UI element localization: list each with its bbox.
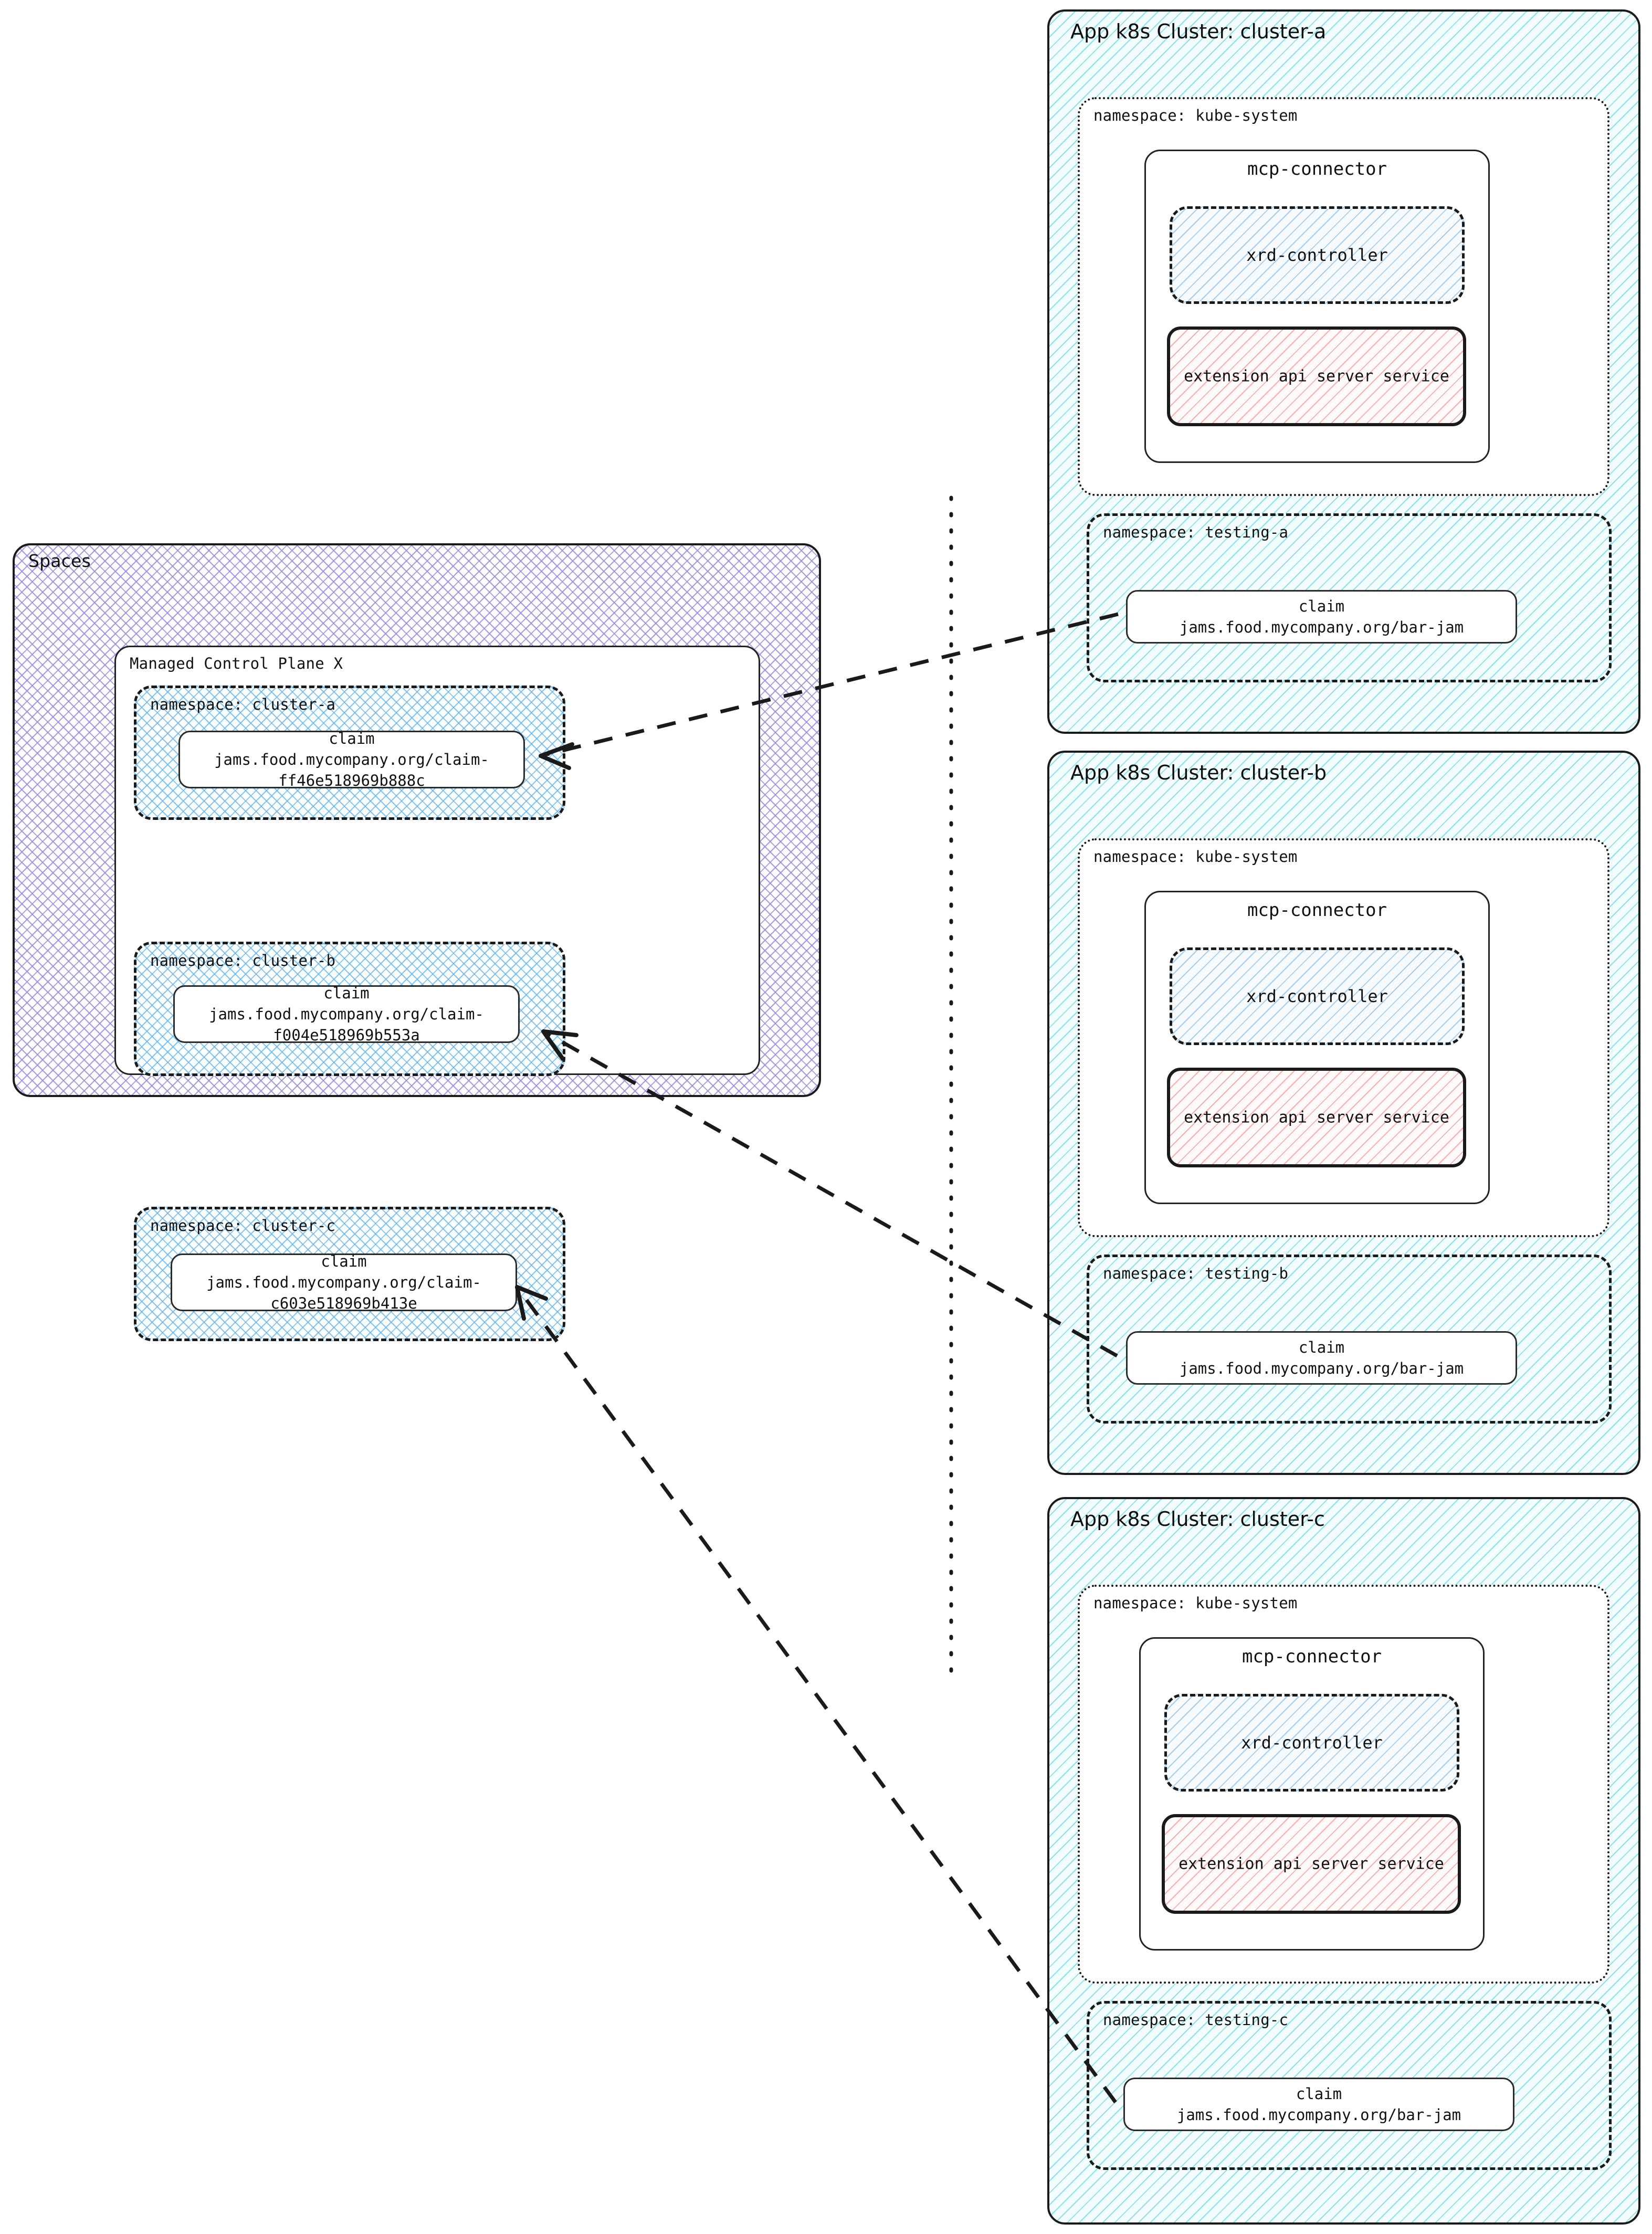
connector-c-line [515,1285,1117,2104]
mcp-claim-cluster-c[interactable]: claim jams.food.mycompany.org/claim-c603… [171,1251,517,1314]
app-cluster-c-title: App k8s Cluster: cluster-c [1070,1508,1325,1531]
cluster-b-xrd-controller-label: xrd-controller [1246,986,1388,1006]
cluster-b-testing-claim-text: claim jams.food.mycompany.org/bar-jam [1128,1337,1516,1379]
spaces-label: Spaces [28,551,91,571]
mcp-claim-cluster-c-text: claim jams.food.mycompany.org/claim-c603… [172,1251,515,1314]
claim-kind: claim [321,1252,367,1270]
cluster-b-xrd-controller: xrd-controller [1170,947,1465,1045]
cluster-c-mcp-connector-label: mcp-connector [1241,1646,1382,1667]
cluster-a-xrd-controller-label: xrd-controller [1246,245,1388,265]
mcp-namespace-cluster-b-label: namespace: cluster-b [150,952,336,970]
claim-ref: jams.food.mycompany.org/claim-ff46e51896… [214,750,489,790]
cluster-a-kube-system-label: namespace: kube-system [1093,107,1298,124]
cluster-c-extension-api-server: extension api server service [1162,1814,1461,1914]
cluster-b-testing-namespace-label: namespace: testing-b [1103,1264,1289,1282]
cluster-b-mcp-connector-label: mcp-connector [1247,900,1387,921]
cluster-b-kube-system-label: namespace: kube-system [1093,848,1298,866]
cluster-a-testing-claim[interactable]: claim jams.food.mycompany.org/bar-jam [1126,590,1517,644]
mcp-claim-cluster-b-text: claim jams.food.mycompany.org/claim-f004… [175,983,518,1046]
mcp-namespace-cluster-c-label: namespace: cluster-c [150,1217,336,1235]
mcp-namespace-cluster-a-label: namespace: cluster-a [150,696,336,713]
claim-kind: claim [323,984,370,1002]
cluster-b-extension-api-server: extension api server service [1167,1068,1466,1167]
cluster-c-testing-claim-text: claim jams.food.mycompany.org/bar-jam [1125,2083,1513,2125]
cluster-a-xrd-controller: xrd-controller [1170,206,1465,304]
cluster-c-testing-claim[interactable]: claim jams.food.mycompany.org/bar-jam [1123,2078,1514,2131]
app-cluster-b-title: App k8s Cluster: cluster-b [1070,761,1327,784]
claim-ref: jams.food.mycompany.org/claim-f004e51896… [209,1005,484,1045]
claim-kind: claim [1298,1338,1345,1356]
claim-ref: jams.food.mycompany.org/bar-jam [1179,1360,1464,1377]
claim-ref: jams.food.mycompany.org/bar-jam [1176,2106,1461,2124]
cluster-b-testing-claim[interactable]: claim jams.food.mycompany.org/bar-jam [1126,1331,1517,1385]
claim-kind: claim [1296,2084,1342,2103]
claim-kind: claim [1298,597,1345,615]
cluster-c-xrd-controller: xrd-controller [1164,1694,1459,1792]
cluster-c-xrd-controller-label: xrd-controller [1241,1733,1383,1753]
cluster-c-extension-api-server-label: extension api server service [1179,1854,1444,1873]
managed-control-plane-label: Managed Control Plane X [130,655,343,672]
cluster-a-extension-api-server-label: extension api server service [1184,367,1449,386]
mcp-claim-cluster-a-text: claim jams.food.mycompany.org/claim-ff46… [180,728,523,791]
cluster-c-testing-namespace-label: namespace: testing-c [1103,2011,1289,2029]
cluster-a-testing-claim-text: claim jams.food.mycompany.org/bar-jam [1128,596,1516,638]
cluster-b-extension-api-server-label: extension api server service [1184,1108,1449,1127]
cluster-a-extension-api-server: extension api server service [1167,326,1466,426]
cluster-a-mcp-connector-label: mcp-connector [1247,159,1387,180]
mcp-claim-cluster-b[interactable]: claim jams.food.mycompany.org/claim-f004… [173,983,520,1046]
app-cluster-a-title: App k8s Cluster: cluster-a [1070,20,1327,43]
claim-ref: jams.food.mycompany.org/claim-c603e51896… [206,1273,481,1313]
cluster-c-kube-system-label: namespace: kube-system [1093,1594,1298,1612]
claim-kind: claim [329,729,375,747]
cluster-a-testing-namespace-label: namespace: testing-a [1103,523,1289,541]
mcp-claim-cluster-a[interactable]: claim jams.food.mycompany.org/claim-ff46… [178,728,525,791]
claim-ref: jams.food.mycompany.org/bar-jam [1179,618,1464,636]
